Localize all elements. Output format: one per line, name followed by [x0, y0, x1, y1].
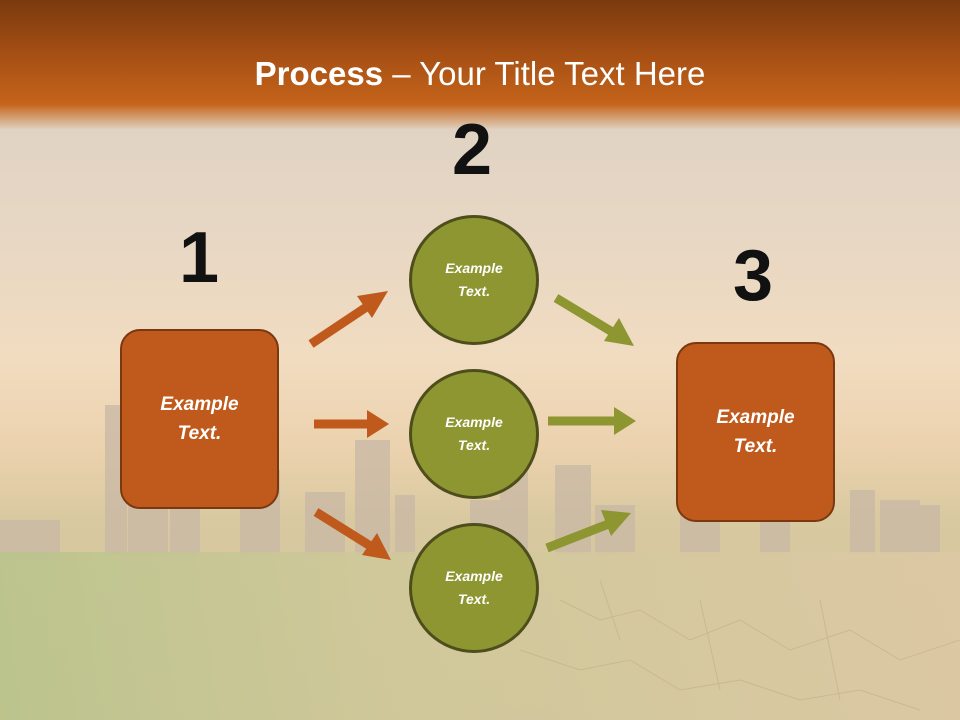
right-box-line2: Text.	[733, 436, 778, 457]
circle-bottom-line1: Example	[445, 568, 503, 584]
left-process-box: Example Text.	[120, 329, 279, 509]
step-number-2: 2	[451, 110, 493, 190]
left-box-line2: Text.	[177, 423, 222, 444]
arrow-left-to-bottom	[313, 508, 391, 560]
arrow-top-to-right	[553, 294, 634, 346]
circle-top-line1: Example	[445, 260, 503, 276]
step-number-1: 1	[178, 218, 220, 298]
circle-middle: Example Text.	[409, 369, 539, 499]
circle-bottom: Example Text.	[409, 523, 539, 653]
right-box-line1: Example	[716, 407, 795, 428]
page-title: Process – Your Title Text Here	[0, 52, 960, 96]
circle-top-line2: Text.	[457, 283, 491, 299]
arrow-bottom-to-right	[545, 510, 631, 553]
left-box-text: Example Text.	[160, 390, 238, 448]
circle-middle-line1: Example	[445, 414, 503, 430]
arrow-left-to-top	[308, 291, 388, 348]
title-bold: Process	[254, 55, 384, 92]
right-process-box: Example Text.	[676, 342, 835, 522]
arrow-middle-to-right	[548, 407, 636, 435]
circle-top: Example Text.	[409, 215, 539, 345]
right-box-text: Example Text.	[716, 403, 794, 461]
title-rest: – Your Title Text Here	[383, 55, 706, 92]
circle-middle-line2: Text.	[457, 437, 491, 453]
step-number-3: 3	[732, 236, 774, 316]
left-box-line1: Example	[160, 394, 239, 415]
circle-bottom-line2: Text.	[457, 591, 491, 607]
title-banner	[0, 0, 960, 130]
arrow-left-to-middle	[314, 410, 389, 438]
